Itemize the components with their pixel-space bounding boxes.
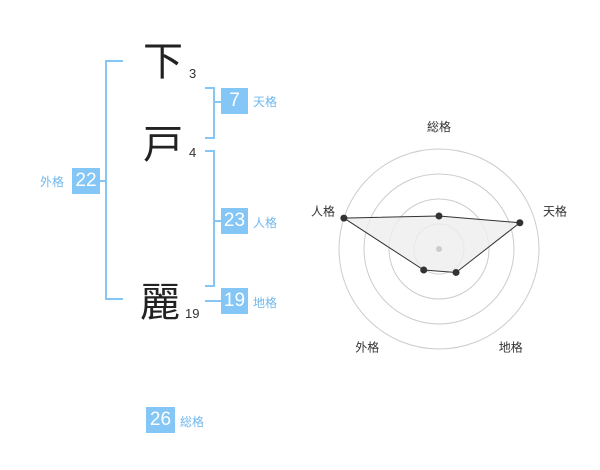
gaikaku-bracket-connector — [100, 180, 106, 182]
chikaku-value-badge: 19 — [221, 288, 248, 314]
radar-axis-label-4: 外格 — [355, 340, 379, 355]
gaikaku-label: 外格 — [40, 175, 65, 189]
radar-center-dot — [436, 246, 442, 252]
radar-point-1 — [435, 212, 443, 220]
gaikaku-value-badge: 22 — [72, 168, 100, 194]
radar-point-5 — [340, 214, 348, 222]
tenkaku-label: 天格 — [253, 95, 278, 109]
jinkaku-bracket — [213, 150, 215, 287]
gaikaku-bracket — [105, 60, 107, 300]
name-char-1-strokes: 3 — [189, 66, 197, 81]
tenkaku-bracket — [213, 87, 215, 139]
jinkaku-label: 人格 — [253, 216, 278, 230]
radar-point-4 — [420, 266, 428, 274]
gaikaku-bracket-bottom — [105, 298, 123, 300]
name-char-3: 麗 — [140, 280, 180, 326]
radar-axis-label-1: 総格 — [427, 119, 451, 134]
radar-polygon — [342, 215, 522, 273]
radar-point-2 — [516, 219, 524, 227]
name-char-1: 下 — [143, 39, 183, 85]
radar-ring — [338, 148, 540, 350]
soukaku-value-badge: 26 — [146, 407, 175, 433]
jinkaku-value-badge: 23 — [221, 208, 248, 234]
jinkaku-bracket-bottom — [205, 285, 215, 287]
radar-ring — [363, 173, 515, 325]
chikaku-label: 地格 — [253, 296, 278, 310]
name-char-2: 戸 — [143, 122, 183, 168]
jinkaku-bracket-connector — [214, 220, 221, 222]
chikaku-connector — [205, 300, 221, 302]
tenkaku-value-badge: 7 — [221, 88, 248, 114]
soukaku-label: 総格 — [180, 415, 205, 429]
name-char-3-strokes: 19 — [185, 306, 200, 321]
radar-ring — [388, 198, 490, 300]
radar-axis-label-2: 天格 — [543, 203, 567, 218]
gaikaku-bracket-top — [105, 60, 123, 62]
radar-point-3 — [452, 268, 460, 276]
jinkaku-bracket-top — [205, 150, 215, 152]
tenkaku-bracket-bottom — [205, 137, 215, 139]
radar-axis-label-3: 地格 — [499, 340, 523, 355]
radar-axis-label-5: 人格 — [311, 203, 335, 218]
name-char-2-strokes: 4 — [189, 145, 197, 160]
tenkaku-bracket-top — [205, 87, 215, 89]
tenkaku-bracket-connector — [214, 101, 221, 103]
